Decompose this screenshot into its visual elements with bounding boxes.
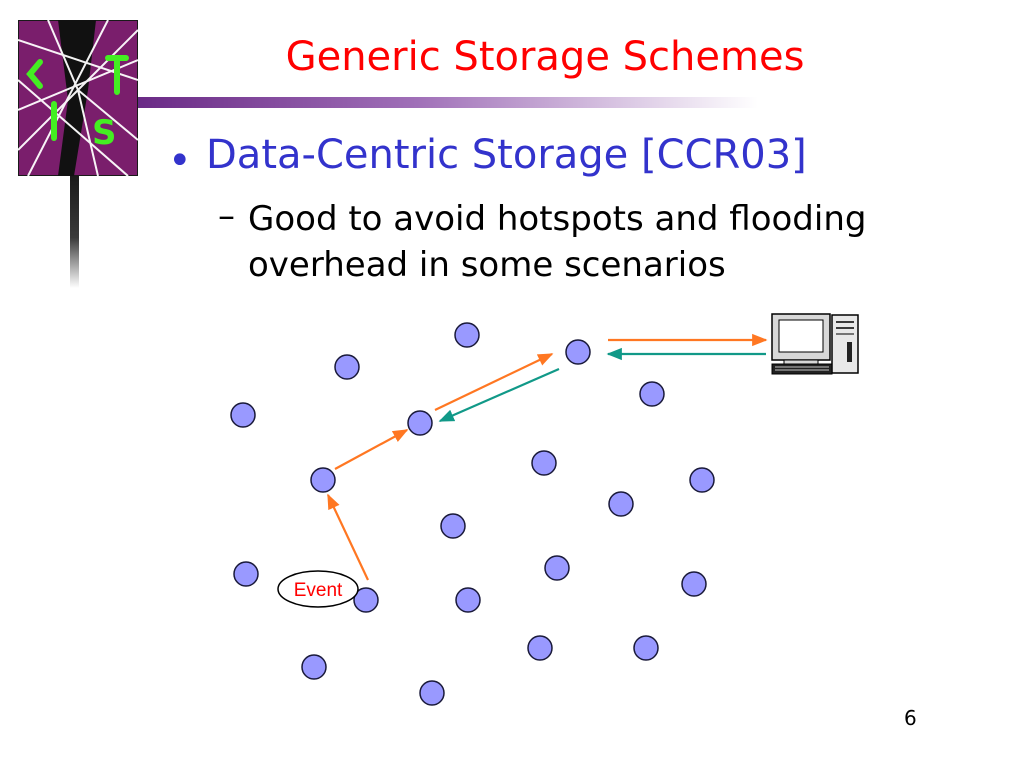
sensor-node <box>353 587 379 613</box>
sensor-node <box>310 467 336 493</box>
forward-arrow <box>327 493 369 581</box>
sensor-node <box>681 571 707 597</box>
event-label: Event <box>294 580 343 601</box>
sensor-node <box>527 635 553 661</box>
sensor-node <box>689 467 715 493</box>
event-marker: Event <box>277 570 359 608</box>
return-path <box>438 347 766 423</box>
sensor-node <box>531 450 557 476</box>
slide-title: Generic Storage Schemes <box>285 34 805 80</box>
event-ellipse <box>277 570 359 608</box>
bullet-marker: • <box>168 138 192 184</box>
sensor-node <box>334 354 360 380</box>
forward-arrow <box>434 353 554 411</box>
sink-computer-icon <box>771 313 859 375</box>
bullet-text: Data-Centric Storage [CCR03] <box>206 132 807 178</box>
return-arrow <box>438 367 560 423</box>
sensor-node <box>233 561 259 587</box>
sensor-node <box>419 680 445 706</box>
page-number: 6 <box>904 706 917 730</box>
sub-bullet-text: Good to avoid hotspots and flooding over… <box>248 199 867 285</box>
forward-arrow <box>334 429 409 470</box>
forward-path <box>327 333 768 581</box>
sensor-node <box>230 402 256 428</box>
sensor-node <box>544 555 570 581</box>
sensor-node <box>455 587 481 613</box>
sensor-node <box>565 339 591 365</box>
title-underline-bar <box>138 97 758 108</box>
sensor-node <box>440 513 466 539</box>
sub-bullet-dash: – <box>218 196 235 236</box>
logo-icon: S <box>18 20 138 176</box>
sensor-nodes <box>230 322 715 706</box>
logo-vertical-bar <box>70 176 79 288</box>
sensor-node <box>301 654 327 680</box>
svg-text:S: S <box>92 113 117 153</box>
sensor-node <box>633 635 659 661</box>
sensor-node <box>608 491 634 517</box>
sensor-node <box>454 322 480 348</box>
sensor-node <box>407 410 433 436</box>
sensor-node <box>639 381 665 407</box>
